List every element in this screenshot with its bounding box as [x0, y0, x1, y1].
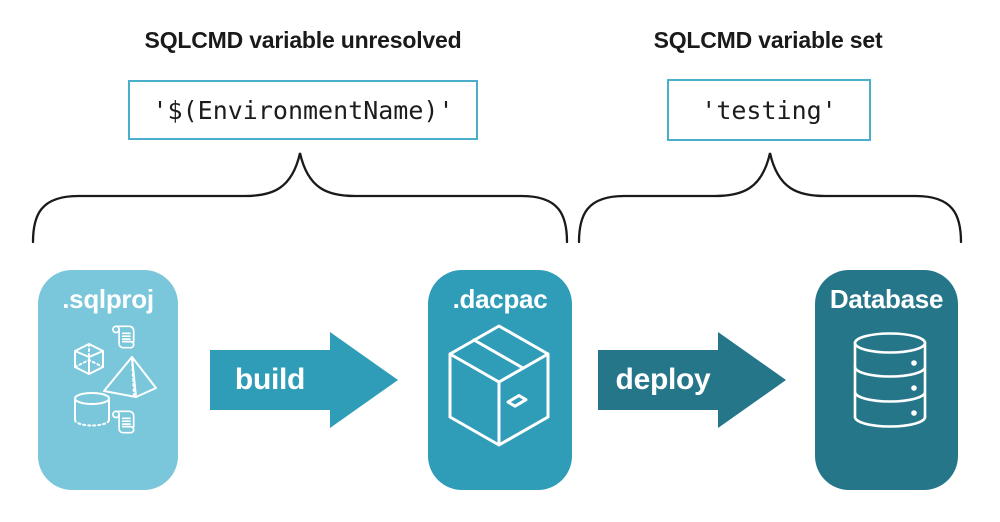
package-icon: [448, 324, 550, 447]
dacpac-node: .dacpac: [428, 270, 572, 490]
pyramid-icon: [103, 356, 157, 398]
left-heading: SQLCMD variable unresolved: [144, 27, 462, 53]
database-node: Database: [815, 270, 958, 490]
brace-group: [31, 152, 963, 244]
build-arrow: [210, 332, 398, 428]
database-label: Database: [829, 284, 944, 314]
scroll-icon: [112, 410, 135, 434]
sqlproj-node: .sqlproj: [38, 270, 178, 490]
unresolved-variable-box: '$(EnvironmentName)': [128, 80, 478, 140]
scroll-icon: [112, 325, 135, 349]
deploy-arrow-label: deploy: [615, 363, 711, 396]
cylinder-icon: [74, 392, 110, 427]
deploy-arrow: [598, 332, 786, 428]
cube-icon: [74, 343, 104, 375]
sqlproj-label: .sqlproj: [62, 284, 154, 314]
resolved-variable-box: 'testing': [667, 79, 871, 141]
left-brace: [31, 152, 569, 244]
build-arrow-label: build: [234, 363, 306, 396]
right-heading: SQLCMD variable set: [653, 27, 883, 53]
unresolved-variable-value: '$(EnvironmentName)': [152, 95, 454, 125]
right-brace: [577, 152, 963, 244]
database-cylinder-icon: [853, 332, 927, 428]
dacpac-label: .dacpac: [452, 284, 548, 314]
resolved-variable-value: 'testing': [701, 95, 837, 125]
